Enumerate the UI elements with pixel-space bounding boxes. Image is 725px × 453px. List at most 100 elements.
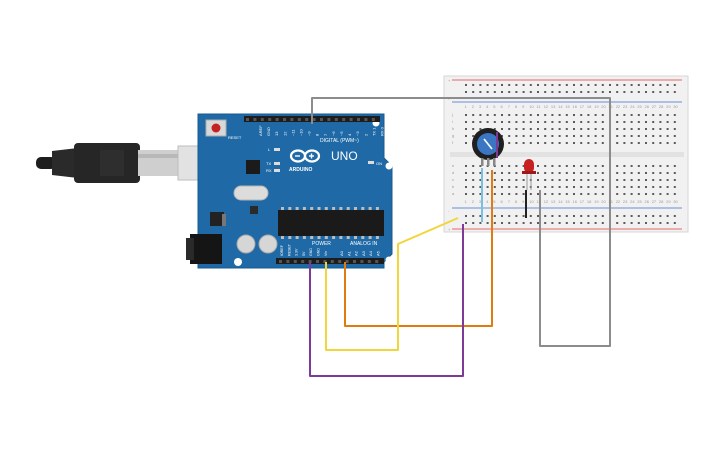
breadboard-hole[interactable] xyxy=(630,179,633,181)
breadboard-hole[interactable] xyxy=(616,165,619,167)
breadboard-hole[interactable] xyxy=(465,165,467,167)
rail-hole[interactable] xyxy=(465,91,467,93)
rail-hole[interactable] xyxy=(558,215,561,217)
breadboard-hole[interactable] xyxy=(544,172,547,174)
rail-hole[interactable] xyxy=(479,84,482,86)
rail-hole[interactable] xyxy=(472,222,475,224)
breadboard-hole[interactable] xyxy=(666,193,669,195)
breadboard-hole[interactable] xyxy=(659,128,662,130)
breadboard-hole[interactable] xyxy=(645,165,647,167)
header-hole[interactable] xyxy=(316,260,319,263)
header-hole[interactable] xyxy=(367,260,371,263)
breadboard-hole[interactable] xyxy=(594,121,597,123)
rail-hole[interactable] xyxy=(544,91,547,93)
breadboard-hole[interactable] xyxy=(472,165,475,167)
breadboard-hole[interactable] xyxy=(515,121,518,123)
breadboard-hole[interactable] xyxy=(479,186,482,188)
header-hole[interactable] xyxy=(283,118,286,121)
breadboard-hole[interactable] xyxy=(537,114,539,116)
breadboard-hole[interactable] xyxy=(537,142,539,144)
breadboard-hole[interactable] xyxy=(486,193,489,195)
breadboard-hole[interactable] xyxy=(544,165,547,167)
rail-hole[interactable] xyxy=(522,91,525,93)
rail-hole[interactable] xyxy=(565,215,568,217)
breadboard-hole[interactable] xyxy=(493,172,496,174)
header-hole[interactable] xyxy=(290,118,294,121)
rail-hole[interactable] xyxy=(479,222,482,224)
breadboard-hole[interactable] xyxy=(508,193,511,195)
breadboard-hole[interactable] xyxy=(573,121,575,123)
breadboard-hole[interactable] xyxy=(508,165,511,167)
breadboard-hole[interactable] xyxy=(486,172,489,174)
header-hole[interactable] xyxy=(286,260,290,263)
breadboard-hole[interactable] xyxy=(637,142,640,144)
breadboard-hole[interactable] xyxy=(558,142,561,144)
breadboard-hole[interactable] xyxy=(486,186,489,188)
breadboard-hole[interactable] xyxy=(479,193,482,195)
rail-hole[interactable] xyxy=(529,84,532,86)
rail-hole[interactable] xyxy=(623,91,626,93)
breadboard-hole[interactable] xyxy=(573,114,575,116)
breadboard-hole[interactable] xyxy=(573,165,575,167)
rail-hole[interactable] xyxy=(522,84,525,86)
rail-hole[interactable] xyxy=(666,222,669,224)
breadboard-hole[interactable] xyxy=(515,186,518,188)
rail-hole[interactable] xyxy=(544,84,547,86)
power-jack[interactable] xyxy=(190,234,222,264)
rail-hole[interactable] xyxy=(544,215,547,217)
breadboard-hole[interactable] xyxy=(522,186,525,188)
breadboard-hole[interactable] xyxy=(630,135,633,137)
rail-hole[interactable] xyxy=(659,222,662,224)
breadboard-hole[interactable] xyxy=(666,172,669,174)
breadboard-hole[interactable] xyxy=(652,193,655,195)
breadboard-hole[interactable] xyxy=(465,179,467,181)
rail-hole[interactable] xyxy=(580,91,583,93)
breadboard-hole[interactable] xyxy=(630,186,633,188)
header-hole[interactable] xyxy=(297,118,301,121)
breadboard-hole[interactable] xyxy=(544,179,547,181)
rail-hole[interactable] xyxy=(652,222,655,224)
breadboard-hole[interactable] xyxy=(587,128,590,130)
breadboard-hole[interactable] xyxy=(558,172,561,174)
rail-hole[interactable] xyxy=(565,84,568,86)
header-hole[interactable] xyxy=(279,260,282,263)
breadboard-hole[interactable] xyxy=(580,165,583,167)
breadboard-hole[interactable] xyxy=(630,172,633,174)
rail-hole[interactable] xyxy=(630,215,633,217)
breadboard-hole[interactable] xyxy=(573,128,575,130)
breadboard-hole[interactable] xyxy=(601,193,604,195)
rail-hole[interactable] xyxy=(659,84,662,86)
rail-hole[interactable] xyxy=(537,222,539,224)
rail-hole[interactable] xyxy=(551,84,554,86)
breadboard-hole[interactable] xyxy=(501,165,503,167)
rail-hole[interactable] xyxy=(493,222,496,224)
breadboard-hole[interactable] xyxy=(522,128,525,130)
rail-hole[interactable] xyxy=(472,91,475,93)
breadboard-hole[interactable] xyxy=(465,135,467,137)
rail-hole[interactable] xyxy=(515,215,518,217)
breadboard-hole[interactable] xyxy=(673,128,676,130)
breadboard-hole[interactable] xyxy=(594,186,597,188)
rail-hole[interactable] xyxy=(594,215,597,217)
breadboard-hole[interactable] xyxy=(659,142,662,144)
breadboard-hole[interactable] xyxy=(637,186,640,188)
breadboard-hole[interactable] xyxy=(637,135,640,137)
rail-hole[interactable] xyxy=(587,215,590,217)
breadboard-hole[interactable] xyxy=(515,172,518,174)
breadboard-hole[interactable] xyxy=(573,186,575,188)
breadboard-hole[interactable] xyxy=(587,186,590,188)
rail-hole[interactable] xyxy=(601,84,604,86)
breadboard-hole[interactable] xyxy=(616,121,619,123)
header-hole[interactable] xyxy=(312,118,316,121)
breadboard-hole[interactable] xyxy=(652,135,655,137)
rail-hole[interactable] xyxy=(537,215,539,217)
rail-hole[interactable] xyxy=(558,91,561,93)
breadboard-hole[interactable] xyxy=(666,165,669,167)
rail-hole[interactable] xyxy=(565,222,568,224)
rail-hole[interactable] xyxy=(522,215,525,217)
breadboard-hole[interactable] xyxy=(465,121,467,123)
breadboard-hole[interactable] xyxy=(616,179,619,181)
rail-hole[interactable] xyxy=(479,215,482,217)
breadboard-hole[interactable] xyxy=(580,172,583,174)
breadboard-hole[interactable] xyxy=(673,114,676,116)
